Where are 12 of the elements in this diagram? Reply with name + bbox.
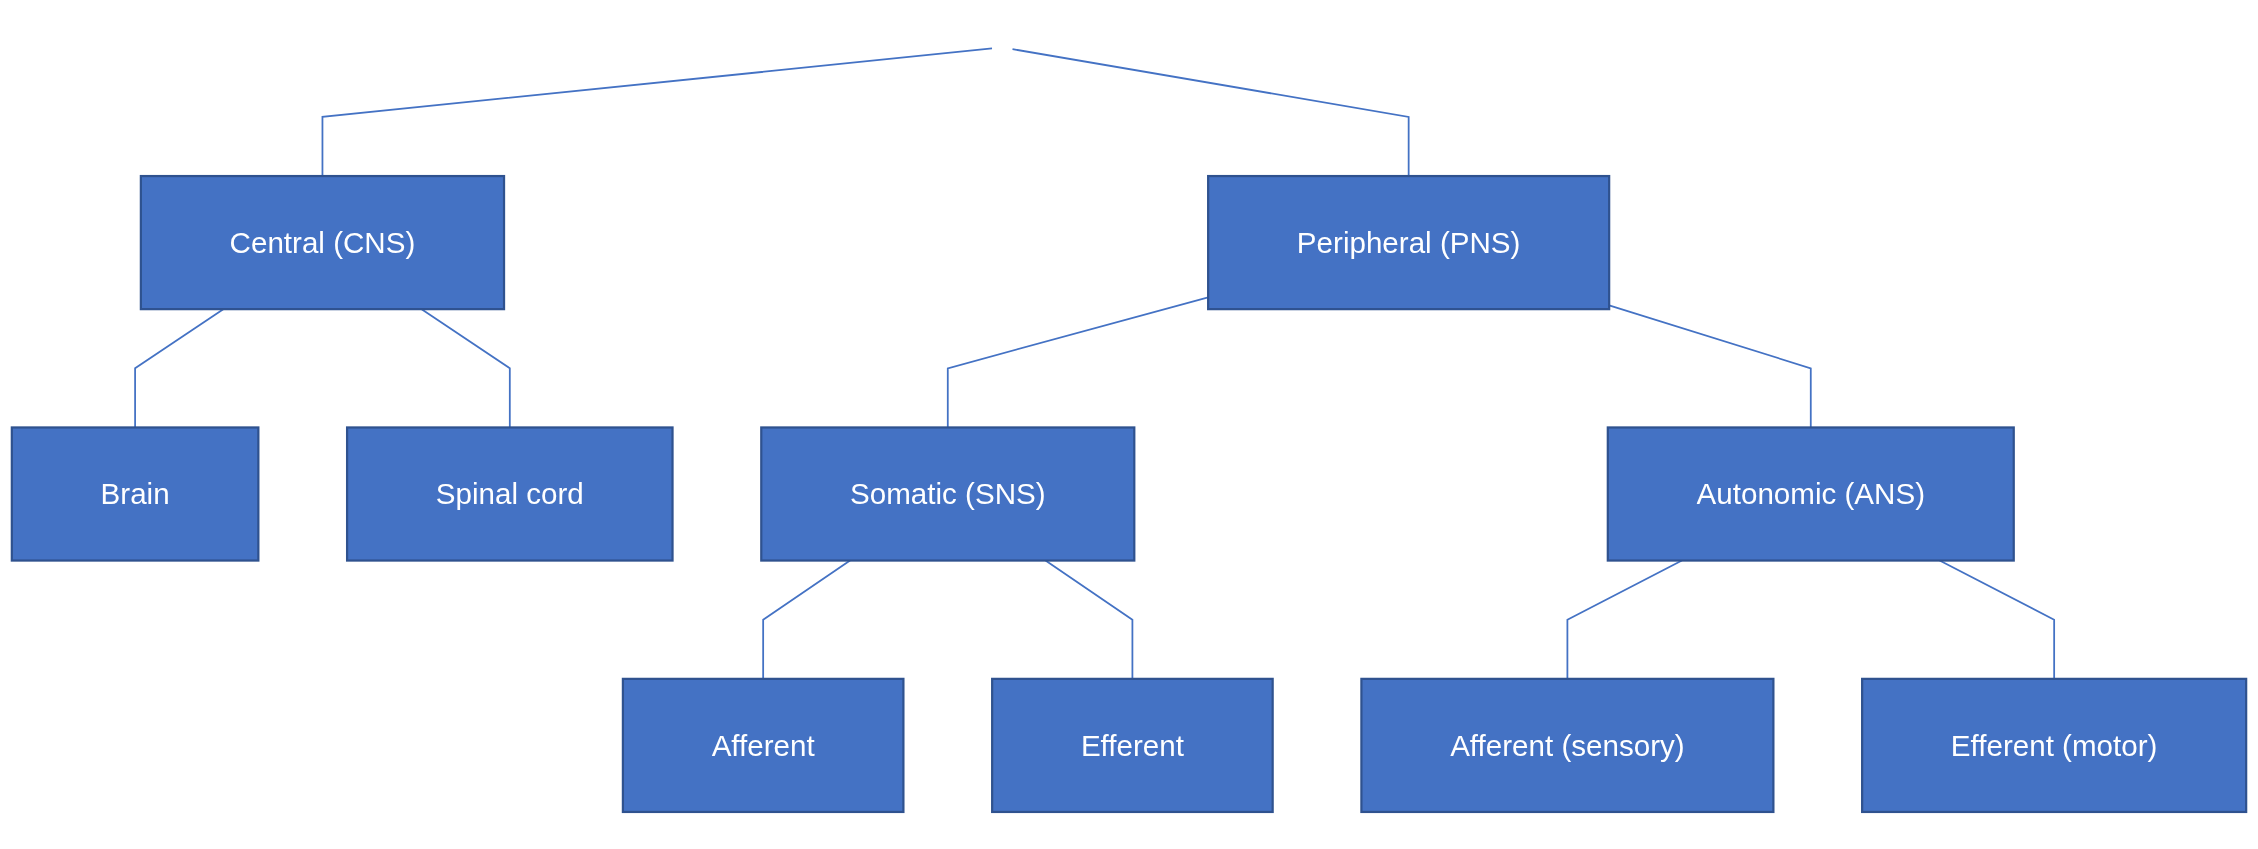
connector [1011,48,1410,177]
node-box: Efferent [991,677,1274,814]
node-box: Peripheral (PNS) [1207,174,1611,311]
node-box: Afferent [621,677,905,814]
node-box: Central (CNS) [139,174,506,311]
node-box: Efferent (motor) [1861,677,2248,814]
connector [321,47,993,177]
node-box: Spinal cord [345,426,674,562]
node-box: Autonomic (ANS) [1606,426,2015,562]
node-box: Somatic (SNS) [760,426,1136,562]
node-box: Brain [10,426,260,562]
node-box: Afferent (sensory) [1360,677,1775,814]
